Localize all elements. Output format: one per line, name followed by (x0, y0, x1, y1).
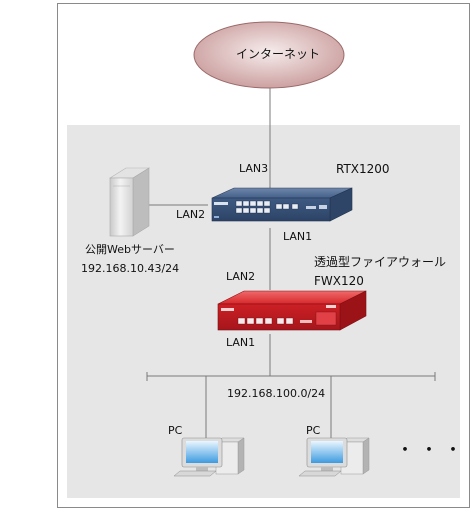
firewall-icon (217, 290, 367, 331)
router-icon (211, 187, 353, 222)
firewall-lan2-label: LAN2 (226, 270, 256, 283)
firewall-title-label: 透過型ファイアウォール (314, 255, 447, 269)
web-server-label: 公開Webサーバー (85, 243, 175, 256)
more-pcs-ellipsis: ・・・ (396, 440, 468, 461)
server-icon (108, 167, 151, 237)
pc2-label: PC (306, 424, 321, 437)
router-lan1-label: LAN1 (283, 230, 313, 243)
firewall-name-label: FWX120 (314, 274, 364, 288)
internet-label: インターネット (236, 47, 321, 61)
web-server-ip: 192.168.10.43/24 (81, 262, 180, 275)
firewall-lan1-label: LAN1 (226, 336, 256, 349)
pc1-label: PC (168, 424, 183, 437)
pc-icon (298, 437, 370, 477)
router-name-label: RTX1200 (336, 162, 390, 176)
lan-network-label: 192.168.100.0/24 (227, 387, 326, 400)
router-lan3-label: LAN3 (239, 162, 269, 175)
cloud-icon (193, 21, 345, 89)
pc-icon (173, 437, 245, 477)
router-lan2-label: LAN2 (176, 208, 206, 221)
connection-lines (146, 86, 436, 438)
